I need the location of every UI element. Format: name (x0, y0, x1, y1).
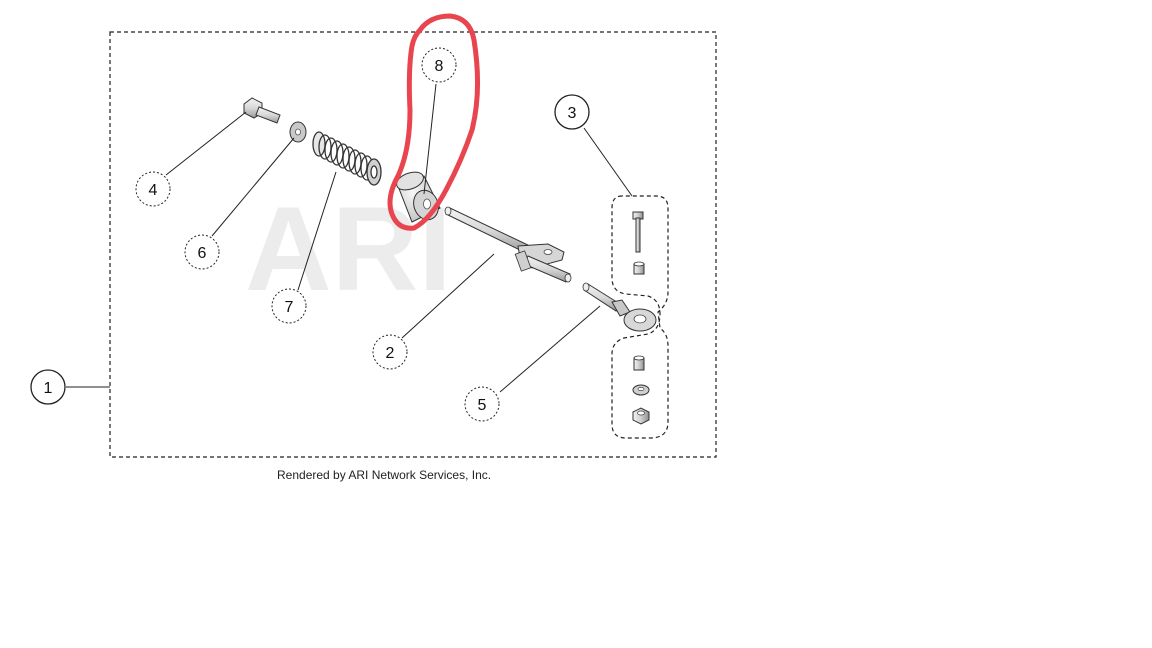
svg-text:1: 1 (44, 380, 53, 397)
callout-8: 8 (421, 47, 457, 83)
svg-text:4: 4 (149, 182, 158, 199)
part-shift-rod (444, 206, 572, 283)
highlight-annotation (387, 13, 481, 231)
svg-text:3: 3 (568, 105, 577, 122)
part-rod-end (582, 282, 657, 332)
hardware-kit-outline (611, 195, 669, 439)
callout-5: 5 (464, 386, 500, 422)
svg-text:7: 7 (285, 299, 294, 316)
callout-4: 4 (135, 171, 171, 207)
leader-lines (66, 83, 633, 393)
part-washer (289, 121, 307, 143)
part-bolt (243, 97, 281, 124)
assembly-frame (109, 31, 717, 458)
svg-text:5: 5 (478, 397, 487, 414)
callout-6: 6 (184, 234, 220, 270)
part-bushing (396, 171, 441, 223)
svg-text:2: 2 (386, 345, 395, 362)
credit-text: Rendered by ARI Network Services, Inc. (277, 468, 492, 482)
part-hardware-kit (632, 211, 650, 425)
callout-3: 3 (554, 94, 590, 130)
callout-7: 7 (271, 288, 307, 324)
part-spring (312, 131, 382, 186)
callout-1: 1 (30, 369, 66, 405)
callout-2: 2 (372, 334, 408, 370)
svg-text:8: 8 (435, 58, 444, 75)
svg-text:6: 6 (198, 245, 207, 262)
